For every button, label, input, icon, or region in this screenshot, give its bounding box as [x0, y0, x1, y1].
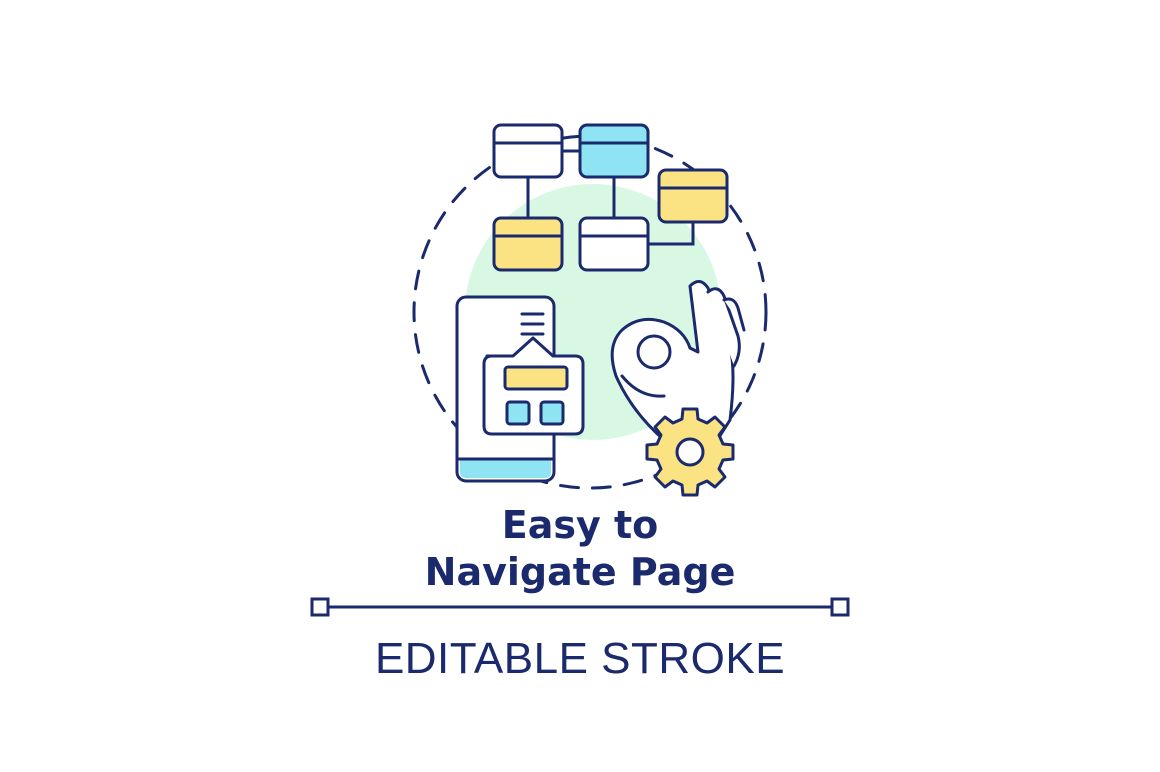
smartphone-icon: [455, 295, 585, 483]
sitemap-box-white-top: [492, 123, 564, 179]
ok-hand-icon: [610, 280, 746, 444]
menu-lines-icon: [520, 312, 545, 336]
sitemap-box-yellow-bottom: [492, 216, 564, 272]
home-widget-icon: [482, 336, 585, 436]
sitemap-box-yellow-right: [657, 168, 729, 224]
sitemap-box-white-bottom: [578, 216, 650, 272]
stroke-handle-right: [830, 597, 850, 617]
gear-icon: [645, 407, 735, 497]
sitemap-diagram: [492, 123, 729, 272]
sitemap-box-cyan-top: [578, 123, 650, 179]
title-line-1: Easy to: [501, 503, 659, 547]
dashed-circle-frame: [412, 134, 768, 490]
stroke-handle-left: [310, 597, 330, 617]
editable-stroke-line: [310, 597, 850, 617]
editable-stroke-caption: EDITABLE STROKE: [374, 634, 786, 683]
title-line-2: Navigate Page: [424, 550, 736, 594]
